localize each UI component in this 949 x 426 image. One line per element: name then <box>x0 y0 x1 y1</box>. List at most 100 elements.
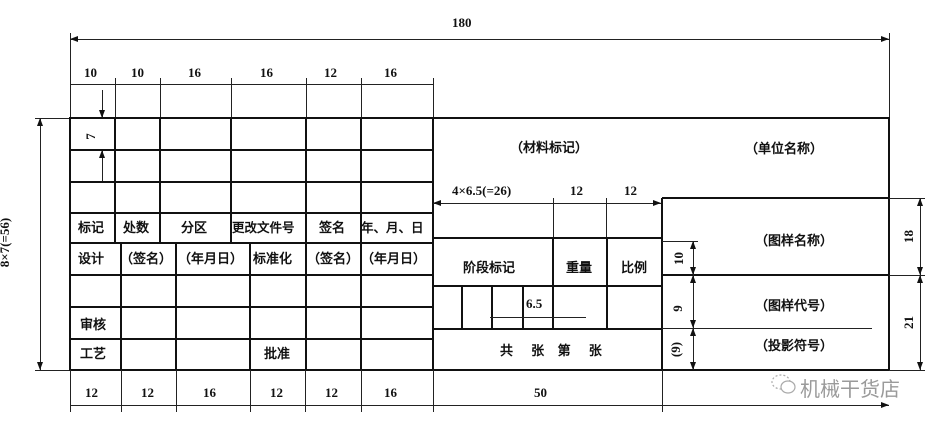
header-zone: 分区 <box>181 221 208 236</box>
ext-bottom-305 <box>305 370 306 412</box>
col-361 <box>360 117 362 370</box>
ext-left-bottom-row <box>35 370 70 371</box>
ext-top-306 <box>306 78 307 118</box>
row-line-275 <box>70 274 433 276</box>
header-date: 年、月、日 <box>361 220 424 235</box>
dim-18-line <box>917 198 923 275</box>
stage-mark-label: 阶段标记 <box>463 261 516 276</box>
ext-top-115 <box>115 78 116 118</box>
dim-far-right-ext-370 <box>889 370 925 371</box>
dim-18-label: 18 <box>901 230 916 243</box>
right-row-198 <box>662 197 889 199</box>
row-line-243 <box>70 242 433 244</box>
col-115 <box>114 117 116 243</box>
dim-row-7-label: 7 <box>82 133 98 140</box>
col-306 <box>305 117 307 370</box>
dim-projection-row-label: (9) <box>668 341 684 358</box>
dim-right-line-9 <box>690 275 696 328</box>
ext-bottom-361 <box>361 370 362 412</box>
col-231 <box>230 117 232 243</box>
col-160 <box>159 117 161 243</box>
dim-top-col-5: 12 <box>324 65 337 80</box>
dim-bottom-col-2: 12 <box>141 385 154 400</box>
dim-top-col-4: 16 <box>260 65 273 80</box>
label-signature-1: （签名） <box>120 252 173 267</box>
dim-weight-label: 12 <box>570 183 583 198</box>
material-label: （材料标记） <box>510 141 589 156</box>
col-121 <box>120 243 122 370</box>
header-count: 处数 <box>123 221 150 236</box>
divider-662 <box>661 198 663 370</box>
sheets-label: 共 张 第 张 <box>500 344 602 359</box>
dim-stage-line <box>433 200 661 206</box>
dim-bottom-col-6: 16 <box>384 385 397 400</box>
dim-21-line <box>917 275 923 370</box>
dim-right-line-10 <box>690 241 696 275</box>
mid-col-606 <box>606 237 608 329</box>
dim-top-col-3: 16 <box>188 65 201 80</box>
watermark-text: 机械干货店 <box>800 377 900 401</box>
stage-col-3 <box>522 286 524 329</box>
mid-row-329 <box>433 328 662 330</box>
frame-top <box>70 117 890 119</box>
dim-mark-cell-label: 6.5 <box>526 296 543 311</box>
ext-left-top <box>70 33 71 118</box>
row-line-182 <box>70 181 433 183</box>
dim-code-row-label: 9 <box>669 305 685 312</box>
dim-stage-row-label: 10 <box>671 252 686 265</box>
ext-bottom-250 <box>250 370 251 412</box>
dim-180-label: 180 <box>452 15 472 30</box>
dim-56-line <box>37 118 43 370</box>
dim-56-label: 8×7(=56) <box>0 217 13 268</box>
dim-top-col-1: 10 <box>84 65 97 80</box>
dim-bottom-col-1: 12 <box>85 385 98 400</box>
label-date-1: （年月日） <box>178 252 244 267</box>
dim-bottom-col-4: 12 <box>270 385 283 400</box>
ext-right-top <box>889 33 890 118</box>
row-line-306 <box>70 306 433 308</box>
label-standardization: 标准化 <box>253 252 293 267</box>
ext-bottom-70 <box>70 370 71 412</box>
label-process: 工艺 <box>80 347 107 362</box>
dim-stage-label: 4×6.5(=26) <box>452 183 512 198</box>
ext-bottom-176 <box>176 370 177 412</box>
ext-left-top-row <box>35 118 70 119</box>
dim-scale-label: 12 <box>624 183 637 198</box>
weight-label: 重量 <box>566 261 593 276</box>
header-change-doc: 更改文件号 <box>232 220 295 235</box>
dim-top-cols-line <box>70 84 433 85</box>
header-mark: 标记 <box>78 221 105 236</box>
label-design: 设计 <box>78 252 105 267</box>
dim-top-col-6: 16 <box>384 65 397 80</box>
row-line-150 <box>70 149 433 151</box>
mid-col-553-upper <box>553 198 554 238</box>
col-250 <box>249 243 251 370</box>
row-line-213 <box>70 212 433 214</box>
dim-far-right-ext-275 <box>889 275 925 276</box>
dim-bottom-col-5: 12 <box>325 385 338 400</box>
scale-label: 比例 <box>621 261 648 276</box>
dim-180-line <box>70 36 889 42</box>
right-row-329 <box>662 328 872 329</box>
frame-bottom <box>70 369 890 371</box>
dim-top-col-2: 10 <box>131 65 144 80</box>
dim-right-ext-241 <box>662 241 698 242</box>
ext-bottom-433 <box>433 370 434 412</box>
dim-bottom-50: 50 <box>534 385 547 400</box>
drawing-code-label: （图样代号） <box>755 299 834 314</box>
label-approve: 批准 <box>264 347 291 362</box>
label-signature-2: （签名） <box>307 252 360 267</box>
ext-top-361 <box>361 78 362 118</box>
ext-bottom-121 <box>121 370 122 412</box>
frame-right <box>888 117 890 371</box>
dim-21-label: 21 <box>901 316 916 329</box>
frame-left <box>69 117 71 371</box>
drawing-name-label: （图样名称） <box>755 234 834 249</box>
dim-mark-cell-line <box>490 317 586 318</box>
mid-col-553 <box>552 237 554 329</box>
ext-bottom-662 <box>662 370 663 412</box>
right-row-275 <box>662 274 889 276</box>
unit-name-label: （单位名称） <box>745 142 824 157</box>
dim-row-7-line <box>99 90 105 118</box>
mid-col-606-upper <box>606 198 607 238</box>
